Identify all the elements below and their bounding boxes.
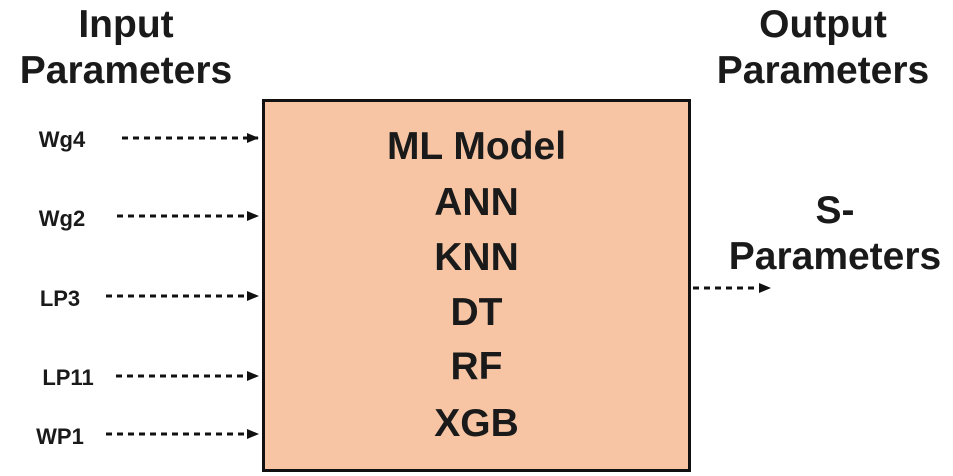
input-label-wg2: Wg2: [38, 206, 86, 231]
input-label-lp11: LP11: [42, 365, 94, 390]
input-parameters-heading: Input Parameters: [0, 2, 252, 94]
input-label-lp3: LP3: [39, 286, 81, 311]
output-label-line1: S-: [815, 189, 855, 232]
model-method-ann: ANN: [434, 181, 519, 224]
ml-model-box: ML Model ANN KNN DT RF XGB: [262, 99, 691, 472]
input-label-wg4: Wg4: [38, 127, 86, 152]
output-parameters-heading: Output Parameters: [693, 2, 953, 94]
ml-model-title: ML Model: [386, 125, 567, 168]
input-heading-line1: Input: [78, 3, 174, 46]
model-method-dt: DT: [450, 291, 503, 334]
output-heading-line1: Output: [759, 3, 887, 46]
output-label-line2: Parameters: [728, 235, 942, 278]
output-heading-line2: Parameters: [716, 49, 930, 92]
model-method-xgb: XGB: [434, 402, 519, 445]
input-label-wp1: WP1: [36, 424, 84, 449]
model-method-rf: RF: [450, 345, 503, 388]
input-heading-line2: Parameters: [19, 49, 233, 92]
model-method-knn: KNN: [434, 236, 519, 279]
output-label-s-parameters: S- Parameters: [717, 188, 953, 280]
